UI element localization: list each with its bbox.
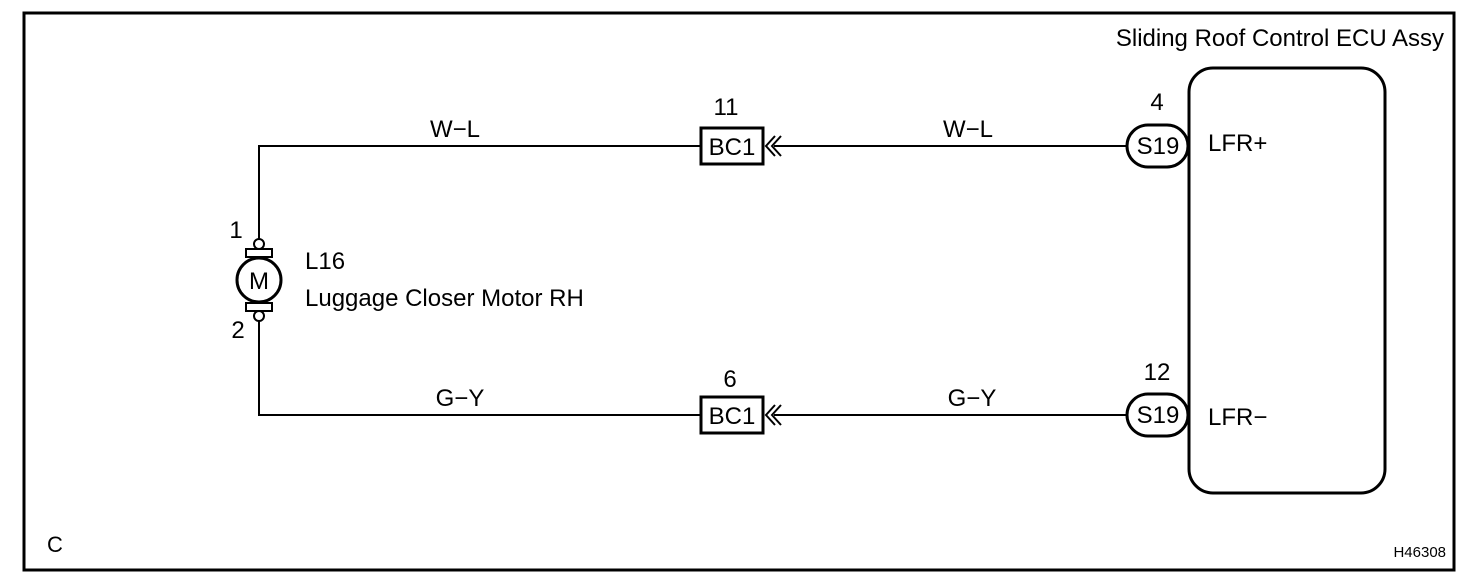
motor-code: L16 (305, 248, 345, 275)
wire-bottom-left (258, 320, 700, 416)
junction-top-pin: 11 (714, 94, 739, 121)
junction-bottom-pin: 6 (723, 366, 736, 393)
connector-top-label: S19 (1137, 133, 1180, 160)
connector-bottom-label: S19 (1137, 402, 1180, 429)
motor-pin-1: 1 (229, 217, 242, 244)
junction-top-label: BC1 (709, 134, 756, 161)
connector-top-s19 (1125, 123, 1190, 169)
wire-bottom-color-left: G−Y (436, 385, 485, 412)
ecu-title: Sliding Roof Control ECU Assy (1116, 25, 1444, 52)
motor-brush-top (245, 248, 273, 258)
diagram-frame (22, 11, 1456, 572)
ecu-bottom-signal: LFR− (1208, 404, 1267, 431)
junction-bottom-label: BC1 (709, 403, 756, 430)
ecu-top-pin: 4 (1150, 89, 1163, 116)
motor-terminal-top (253, 238, 265, 250)
figure-id: H46308 (1393, 544, 1446, 561)
junction-bottom-arrow-icon (764, 404, 782, 426)
wire-top-color-right: W−L (943, 116, 993, 143)
wire-bottom-color-right: G−Y (948, 385, 997, 412)
ecu-box (1187, 66, 1387, 495)
wire-top-color-left: W−L (430, 116, 480, 143)
junction-bottom-box (699, 395, 765, 435)
motor-icon (235, 256, 283, 304)
wire-top-left (258, 145, 700, 240)
ecu-top-signal: LFR+ (1208, 130, 1267, 157)
motor-terminal-bottom (253, 310, 265, 322)
junction-top-arrow-icon (764, 135, 782, 157)
ecu-bottom-pin: 12 (1144, 359, 1171, 386)
corner-label: C (47, 532, 63, 557)
junction-top-box (699, 126, 765, 166)
motor-symbol: M (249, 268, 269, 295)
connector-bottom-s19 (1125, 392, 1190, 438)
motor-pin-2: 2 (231, 317, 244, 344)
motor-brush-bottom (245, 302, 273, 312)
motor-name: Luggage Closer Motor RH (305, 285, 584, 312)
